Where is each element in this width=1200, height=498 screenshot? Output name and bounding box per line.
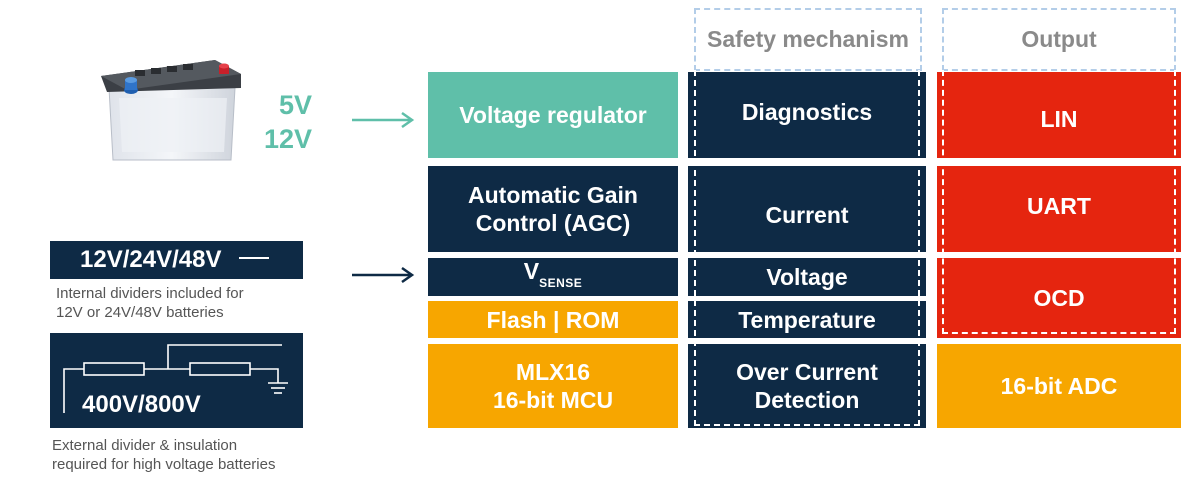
arrow-right-icon — [352, 111, 415, 129]
block-label: Voltage — [766, 264, 848, 290]
block-label: Detection — [754, 387, 860, 413]
arrow-right-icon — [352, 266, 415, 284]
temperature-block: Temperature — [688, 301, 926, 338]
block-label: Flash | ROM — [486, 306, 620, 333]
internal-divider-note: Internal dividers included for 12V or 24… — [56, 284, 316, 322]
note-line: required for high voltage batteries — [52, 456, 276, 473]
block-label: 16-bit ADC — [1000, 373, 1118, 399]
vsense-block: VSENSE — [428, 258, 678, 296]
block-label: UART — [1027, 193, 1091, 219]
block-label: LIN — [1040, 106, 1078, 132]
external-voltage-text: 400V/800V — [82, 391, 201, 418]
vsense-label: VSENSE — [523, 258, 583, 290]
adc-block: 16-bit ADC — [937, 344, 1181, 428]
safety-mechanism-header: Safety mechanism — [707, 25, 909, 52]
supply-voltage-12v: 12V — [263, 124, 312, 154]
mcu-block: MLX16 16-bit MCU — [428, 344, 678, 428]
output-frame — [942, 8, 1176, 71]
note-line: 12V or 24V/48V batteries — [56, 304, 224, 321]
external-divider-note: External divider & insulation required f… — [52, 436, 332, 474]
agc-block: Automatic Gain Control (AGC) — [428, 166, 678, 252]
block-label: Temperature — [738, 306, 876, 333]
resistor-divider-schematic — [63, 344, 288, 413]
external-divider-box: 400V/800V — [50, 333, 303, 428]
output-header: Output — [1021, 25, 1097, 52]
voltage-block: Voltage — [688, 258, 926, 296]
output-dashed-overlay — [942, 70, 1176, 334]
block-label: Over Current — [736, 359, 878, 385]
block-label: Automatic Gain — [468, 182, 638, 208]
block-label: Diagnostics — [741, 99, 873, 125]
diagnostics-block: Diagnostics — [688, 72, 926, 158]
block-label: OCD — [1033, 285, 1085, 311]
block-label: Current — [765, 202, 849, 228]
lin-block: LIN — [937, 72, 1181, 158]
block-label: MLX16 — [515, 359, 591, 385]
current-block: Current — [688, 166, 926, 252]
supply-voltage-5v: 5V — [278, 90, 312, 120]
note-line: External divider & insulation — [52, 437, 238, 454]
internal-voltage-label: 12V/24V/48V — [50, 241, 303, 279]
voltage-regulator-block: Voltage regulator — [428, 72, 678, 158]
divider-line-icon — [239, 257, 270, 259]
safety-mechanism-frame — [694, 8, 922, 71]
uart-block: UART — [937, 166, 1181, 252]
flash-rom-block: Flash | ROM — [428, 301, 678, 338]
block-label: Voltage regulator — [459, 102, 647, 128]
battery-icon — [101, 60, 241, 161]
over-current-detection-block: Over Current Detection — [688, 344, 926, 428]
block-label: 16-bit MCU — [492, 387, 614, 413]
note-line: Internal dividers included for — [56, 285, 244, 302]
vsense-subscript: SENSE — [539, 276, 583, 290]
ocd-block: OCD — [937, 258, 1181, 338]
block-label: Control (AGC) — [475, 210, 631, 236]
internal-voltage-text: 12V/24V/48V — [80, 246, 222, 273]
safety-dashed-overlay — [694, 70, 920, 426]
